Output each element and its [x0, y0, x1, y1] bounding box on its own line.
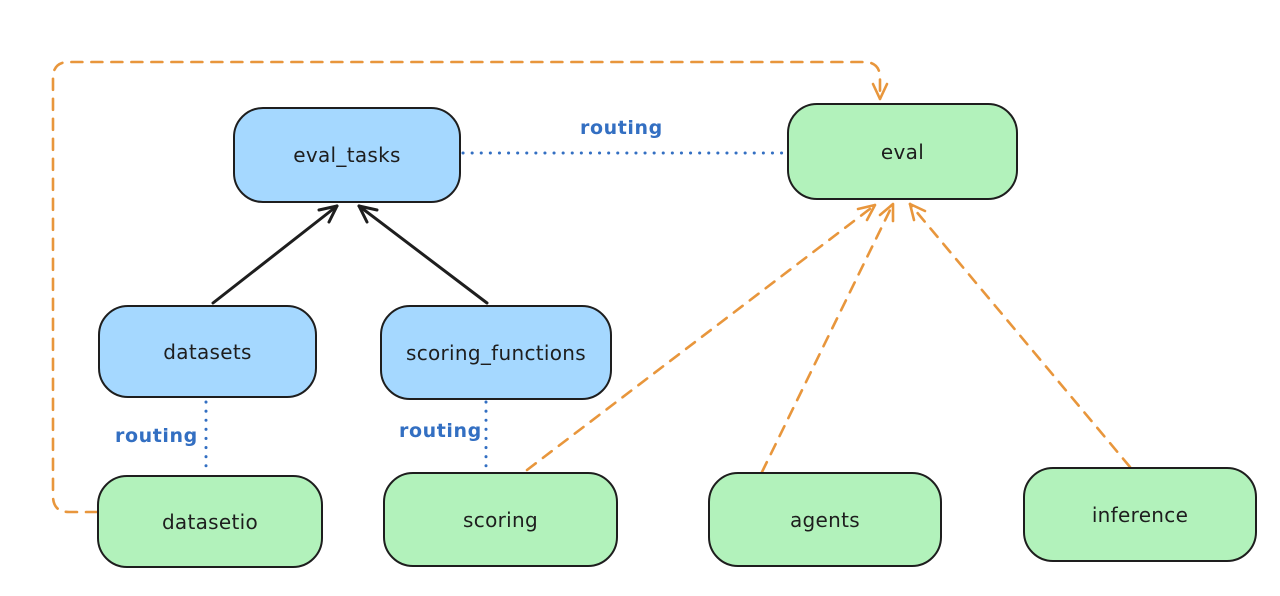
node-scoring-functions[interactable]: scoring_functions — [380, 305, 612, 400]
node-label: eval — [880, 139, 925, 164]
edge-scoring-eval[interactable] — [525, 203, 877, 472]
node-label: agents — [790, 507, 860, 532]
node-agents[interactable]: agents — [708, 472, 942, 567]
node-inference[interactable]: inference — [1023, 467, 1257, 562]
edge-datasets-eval-tasks[interactable] — [211, 204, 339, 305]
node-label: inference — [1091, 502, 1189, 527]
node-label: datasets — [163, 339, 252, 364]
node-datasetio[interactable]: datasetio — [97, 475, 323, 568]
edge-label-routing-datasetio: routing — [115, 425, 198, 447]
edge-label-routing-scoring: routing — [399, 420, 482, 442]
node-label: scoring — [463, 507, 538, 532]
edge-datasetio-eval[interactable] — [51, 60, 889, 514]
edge-agents-eval[interactable] — [760, 202, 895, 474]
node-label: eval_tasks — [293, 143, 401, 167]
node-label: datasetio — [161, 509, 259, 534]
edge-scoring-functions-eval-tasks[interactable] — [357, 204, 489, 305]
node-label: scoring_functions — [405, 340, 587, 365]
edge-label-routing-top: routing — [580, 117, 663, 139]
node-eval-tasks[interactable]: eval_tasks — [233, 107, 461, 203]
node-datasets[interactable]: datasets — [98, 305, 317, 398]
node-eval[interactable]: eval — [787, 103, 1018, 200]
edge-inference-eval[interactable] — [908, 202, 1132, 469]
node-scoring[interactable]: scoring — [383, 472, 618, 567]
